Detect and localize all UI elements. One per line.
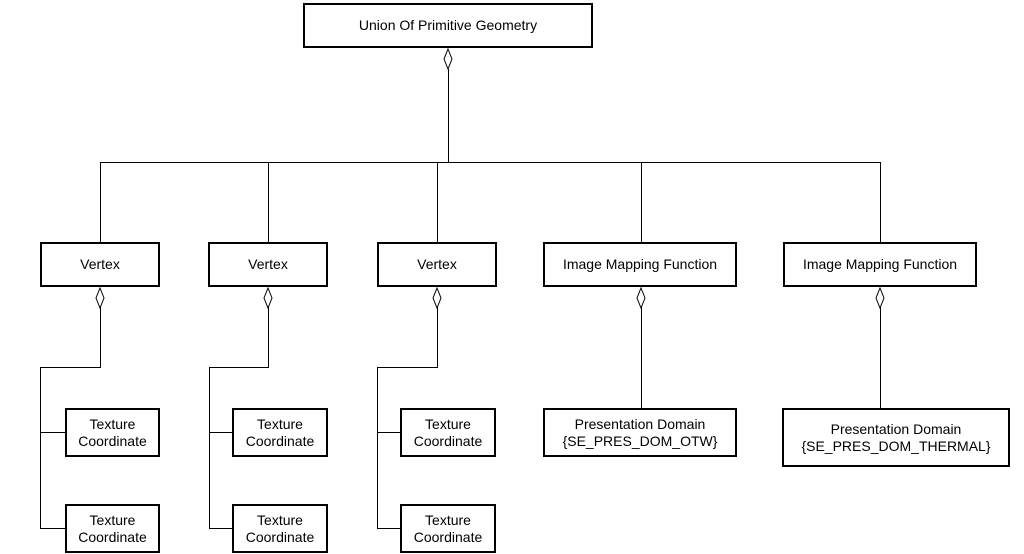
node-label: Vertex — [248, 256, 288, 272]
node-label: Texture Coordinate — [245, 415, 315, 449]
connector-vertex1-vertical — [40, 367, 41, 529]
aggregation-diamond-icon — [636, 287, 646, 309]
node-label-line-2: {SE_PRES_DOM_OTW} — [562, 432, 718, 449]
connector-vertex2-stem — [268, 307, 269, 368]
node-label: Texture Coordinate — [78, 415, 147, 449]
connector-vertex3-stem — [437, 307, 438, 368]
connector-drop-vertex-3 — [437, 162, 438, 242]
node-label-line-2: {SE_PRES_DOM_THERMAL} — [801, 437, 991, 454]
node-label: Presentation Domain {SE_PRES_DOM_OTW} — [561, 416, 720, 450]
node-texture-coordinate-2a: Texture Coordinate — [232, 408, 328, 457]
connector-drop-vertex-1 — [100, 162, 101, 242]
connector-main-horizontal-bar — [100, 162, 881, 163]
connector-imf2-stem — [880, 307, 881, 408]
connector-vertex1-stub-texcoord-2 — [40, 528, 65, 529]
node-union-of-primitive-geometry: Union Of Primitive Geometry — [303, 3, 593, 48]
connector-vertex1-stem — [100, 307, 101, 368]
connector-vertex2-stub-texcoord-2 — [209, 528, 232, 529]
node-presentation-domain-thermal: Presentation Domain {SE_PRES_DOM_THERMAL… — [782, 408, 1010, 467]
node-vertex-2: Vertex — [208, 242, 328, 287]
connector-drop-vertex-2 — [268, 162, 269, 242]
connector-vertex3-vertical — [377, 367, 378, 529]
connector-vertex1-jog — [40, 367, 101, 368]
connector-imf1-stem — [641, 307, 642, 408]
node-texture-coordinate-1a: Texture Coordinate — [65, 408, 160, 457]
node-label: Presentation Domain {SE_PRES_DOM_THERMAL… — [799, 421, 992, 455]
node-vertex-1: Vertex — [40, 242, 160, 287]
node-image-mapping-function-2: Image Mapping Function — [783, 242, 977, 287]
aggregation-diamond-icon — [875, 287, 885, 309]
aggregation-diamond-icon — [95, 287, 105, 309]
connector-vertex1-stub-texcoord-1 — [40, 432, 65, 433]
connector-root-stem — [448, 69, 449, 163]
node-label-line-1: Presentation Domain — [574, 415, 706, 432]
node-label: Image Mapping Function — [802, 256, 958, 272]
node-texture-coordinate-1b: Texture Coordinate — [65, 504, 160, 553]
node-label: Texture Coordinate — [245, 511, 315, 545]
connector-vertex3-jog — [377, 367, 438, 368]
node-label: Texture Coordinate — [413, 415, 483, 449]
connector-vertex3-stub-texcoord-1 — [377, 432, 400, 433]
aggregation-diamond-icon — [432, 287, 442, 309]
connector-vertex2-stub-texcoord-1 — [209, 432, 232, 433]
node-presentation-domain-otw: Presentation Domain {SE_PRES_DOM_OTW} — [543, 408, 737, 457]
node-label: Vertex — [80, 256, 120, 272]
node-label-line-1: Presentation Domain — [830, 420, 962, 437]
node-vertex-3: Vertex — [377, 242, 497, 287]
node-texture-coordinate-3a: Texture Coordinate — [400, 408, 496, 457]
node-label: Union Of Primitive Geometry — [358, 17, 538, 33]
aggregation-diamond-icon — [443, 48, 453, 70]
aggregation-diamond-icon — [263, 287, 273, 309]
connector-drop-imf-1 — [641, 162, 642, 242]
connector-vertex2-jog — [209, 367, 269, 368]
node-texture-coordinate-2b: Texture Coordinate — [232, 504, 328, 553]
node-image-mapping-function-1: Image Mapping Function — [543, 242, 737, 287]
node-texture-coordinate-3b: Texture Coordinate — [400, 504, 496, 553]
node-label: Texture Coordinate — [413, 511, 483, 545]
node-label: Texture Coordinate — [78, 511, 147, 545]
connector-vertex2-vertical — [209, 367, 210, 529]
node-label: Vertex — [417, 256, 457, 272]
connector-vertex3-stub-texcoord-2 — [377, 528, 400, 529]
connector-drop-imf-2 — [880, 162, 881, 242]
node-label: Image Mapping Function — [562, 256, 718, 272]
